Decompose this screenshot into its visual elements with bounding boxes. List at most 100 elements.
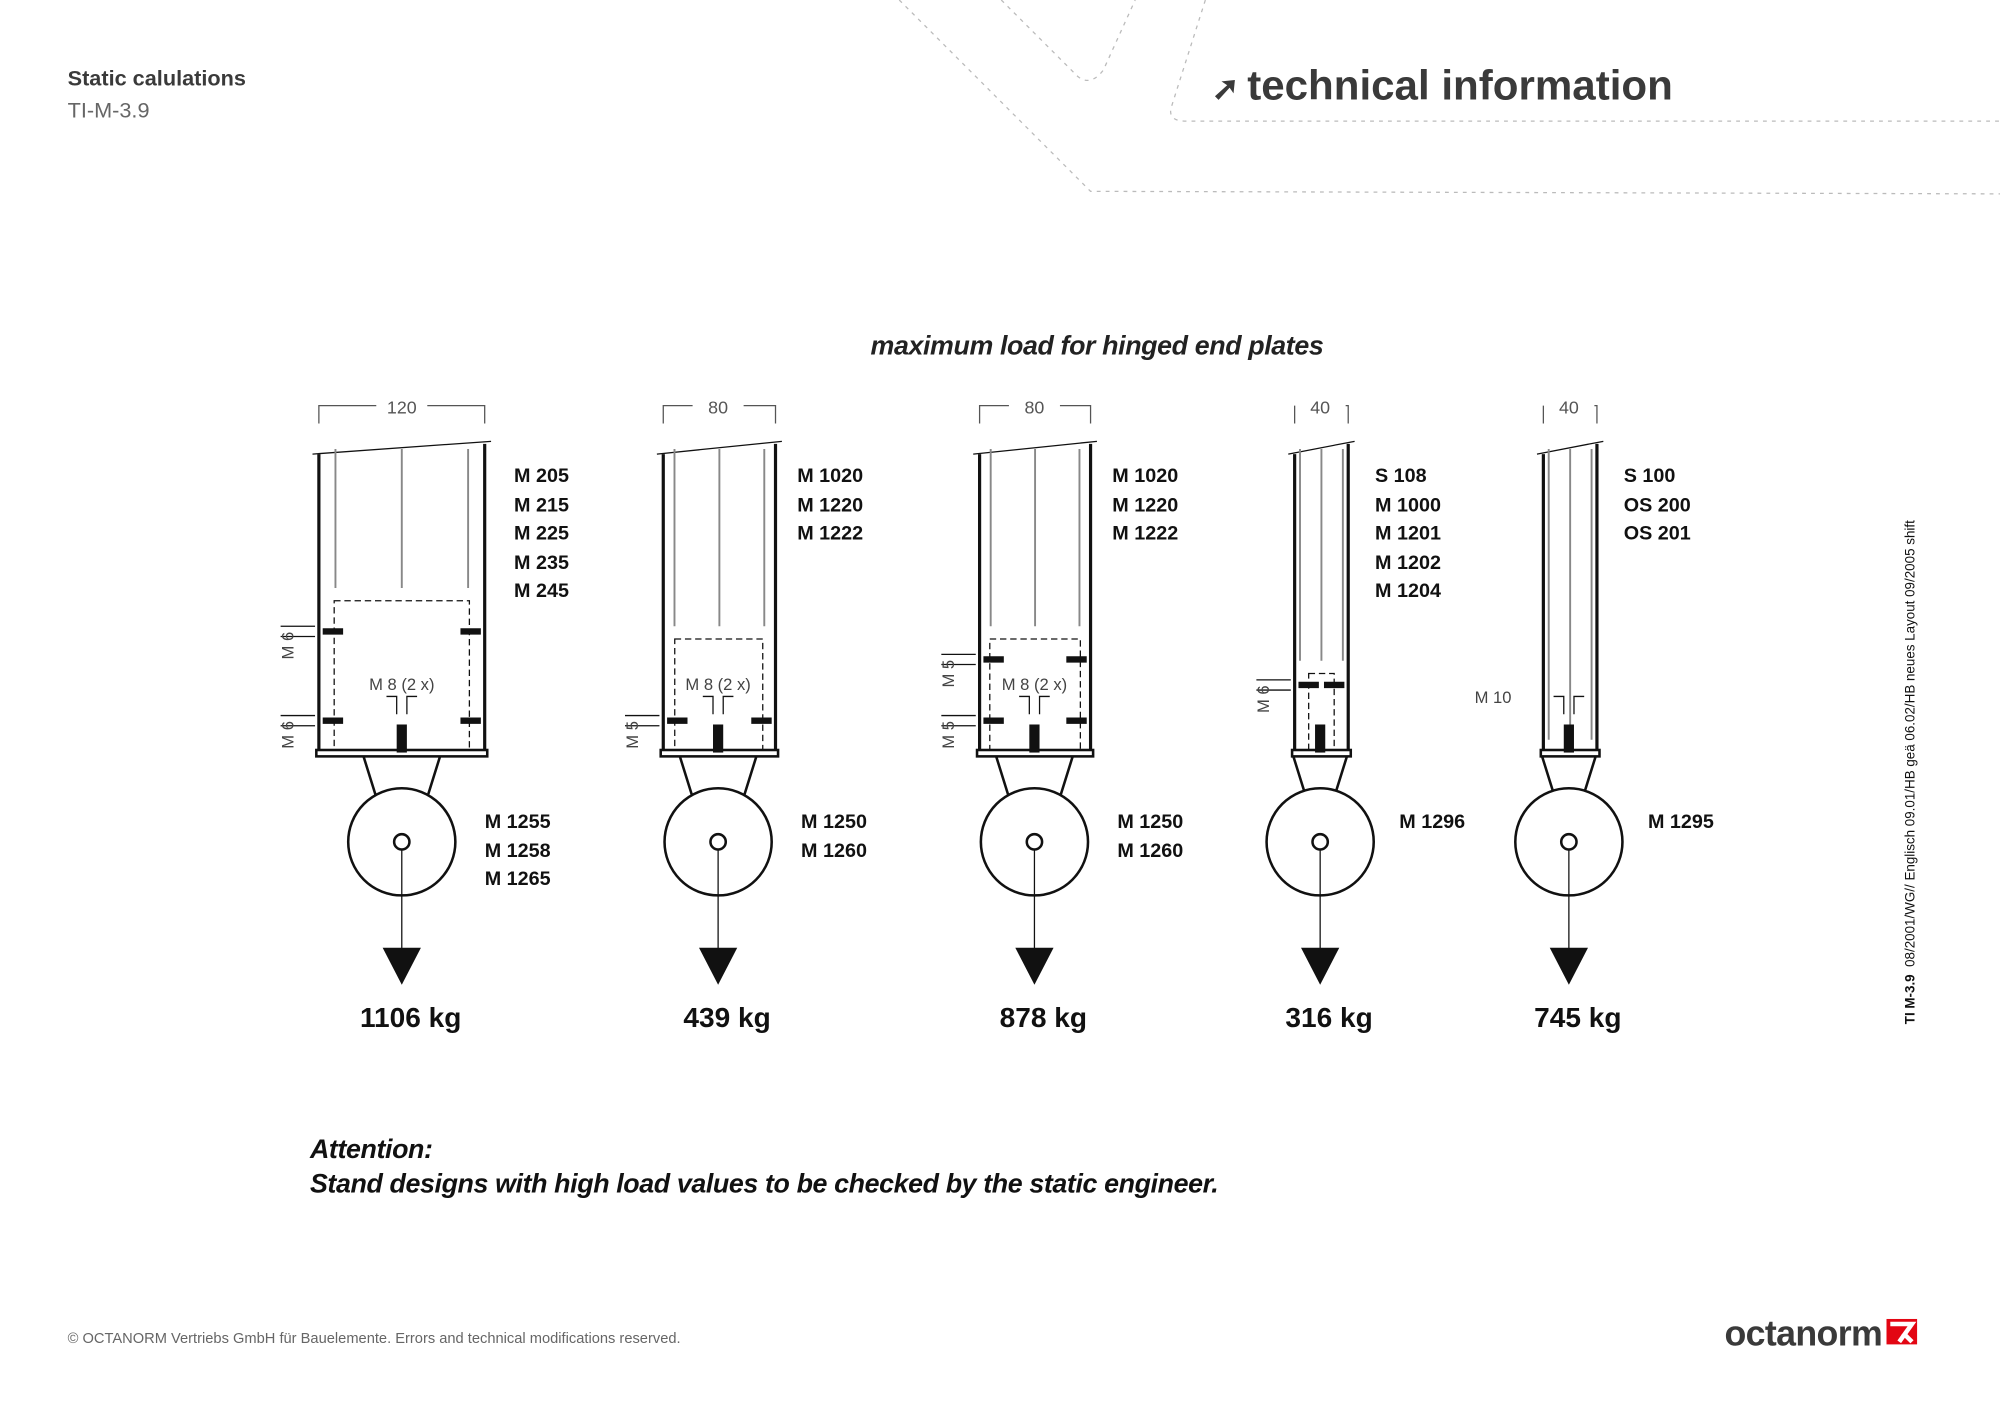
profile-outline [661, 443, 778, 753]
max-load-value: 878 kg [999, 1001, 1088, 1034]
insert-outline [333, 600, 471, 754]
end-plate-number: M 1296 [1399, 811, 1466, 833]
end-plate-number: M 1265 [484, 868, 551, 891]
side-revision-note: TI M-3.9 08/2001/WG// Englisch 09.01/HB … [1903, 520, 1918, 1024]
center-screw-label: M 10 [1475, 688, 1512, 707]
screw-label: M 6 [1254, 685, 1273, 713]
center-bolt [713, 724, 724, 753]
profile-number: M 215 [514, 494, 569, 516]
end-plate-number: M 1258 [484, 839, 551, 862]
center-bolt [1315, 724, 1326, 753]
dimension-bracket [318, 404, 486, 424]
center-screw-dimension [386, 695, 418, 715]
profile-number: M 235 [514, 551, 569, 574]
load-arrow-icon [1549, 947, 1589, 985]
logo-text: octanorm [1724, 1313, 1883, 1354]
max-load-value: 745 kg [1534, 1001, 1622, 1034]
attention-text: Stand designs with high load values to b… [309, 1169, 1219, 1199]
screw-dimension [280, 625, 316, 638]
end-plate-list: M 1250 M 1260 [1117, 809, 1183, 866]
dimension-label: 120 [387, 397, 417, 417]
arrow-up-right-icon: ➚ [1211, 68, 1240, 108]
center-bolt [396, 724, 407, 753]
attention-title: Attention: [309, 1135, 433, 1165]
screw-label: M 5 [939, 721, 958, 749]
center-screw-label: M 8 (2 x) [1002, 675, 1067, 694]
octanorm-logo: octanorm [1724, 1314, 1919, 1355]
profile-outline [1293, 443, 1350, 753]
dimension-bracket [978, 404, 1092, 424]
section-heading: ➚technical information [1212, 61, 1673, 109]
end-plate-number: M 1260 [1117, 839, 1184, 862]
profile-number: M 1222 [1112, 522, 1179, 545]
load-arrow-icon [1301, 947, 1340, 985]
end-plate-list: M 1255 M 1258 M 1265 [485, 809, 551, 895]
profile-outline [977, 443, 1093, 753]
end-plate-list: M 1295 [1648, 809, 1714, 838]
diagram-title: maximum load for hinged end plates [870, 331, 1324, 361]
dimension-bracket [662, 404, 777, 424]
hinge-hole [1559, 832, 1578, 851]
load-arrow-icon [382, 947, 421, 985]
dimension-label: 80 [708, 397, 728, 417]
end-plate-number: M 1250 [801, 811, 867, 833]
center-screw-dimension [1019, 695, 1050, 715]
dimension-label: 80 [1025, 397, 1045, 417]
profile-number: M 1000 [1374, 494, 1441, 516]
center-screw-label: M 8 (2 x) [369, 675, 434, 694]
attention-note: Attention: Stand designs with high load … [309, 1133, 1219, 1202]
screw-dimension [1256, 679, 1291, 691]
logo-mark-icon [1885, 1318, 1917, 1345]
profile-number: M 1222 [797, 522, 864, 545]
dimension-bracket [1294, 404, 1349, 424]
profile-number: M 1202 [1374, 551, 1441, 574]
profile-number: OS 200 [1623, 494, 1691, 516]
profile-number: M 1220 [797, 494, 864, 516]
center-screw-dimension [702, 695, 734, 715]
max-load-value: 316 kg [1285, 1001, 1373, 1034]
profile-number: M 1201 [1374, 522, 1441, 545]
screw-dimension [280, 714, 316, 727]
profile-outline [317, 443, 487, 753]
center-screw-dimension [1553, 695, 1585, 715]
profile-number: S 108 [1374, 465, 1427, 488]
hinge-hole [392, 832, 411, 851]
screw-dimension [941, 714, 976, 727]
profile-number: M 1020 [797, 465, 864, 488]
section-label: technical information [1247, 61, 1673, 109]
profile-cut-line [973, 440, 1098, 455]
dimension-bracket [1542, 404, 1598, 424]
side-note-code: TI M-3.9 [1903, 974, 1919, 1025]
max-load-value: 1106 kg [359, 1001, 462, 1034]
end-plate-number: M 1255 [484, 811, 551, 833]
profile-number: M 1220 [1112, 494, 1179, 516]
profile-cut-line [312, 440, 492, 455]
max-load-value: 439 kg [683, 1001, 771, 1034]
profile-list: S 100 OS 200 OS 201 [1624, 463, 1691, 549]
end-plate-number: M 1250 [1117, 811, 1184, 833]
hinge-arm [362, 755, 442, 798]
profile-number: M 245 [514, 580, 569, 603]
hinge-hole [709, 832, 728, 851]
center-bolt [1563, 724, 1574, 753]
screw-label: M 5 [939, 660, 958, 688]
profile-number: M 225 [514, 522, 569, 545]
profile-number: OS 201 [1623, 522, 1691, 545]
screw-label: M 6 [278, 721, 297, 749]
hinge-hole [1311, 832, 1330, 851]
hinge-arm [678, 755, 758, 798]
profile-number: M 205 [514, 465, 569, 488]
center-screw-label: M 8 (2 x) [685, 675, 750, 694]
profile-number: S 100 [1623, 465, 1676, 488]
copyright: © OCTANORM Vertriebs GmbH für Bauelement… [67, 1331, 681, 1347]
profile-list: M 1020 M 1220 M 1222 [1112, 463, 1178, 549]
end-plate-number: M 1295 [1647, 811, 1714, 833]
screw-dimension [624, 714, 660, 727]
dimension-label: 40 [1310, 397, 1330, 417]
decorative-dashed-lines [898, 0, 2000, 195]
profile-number: M 1020 [1112, 465, 1179, 488]
